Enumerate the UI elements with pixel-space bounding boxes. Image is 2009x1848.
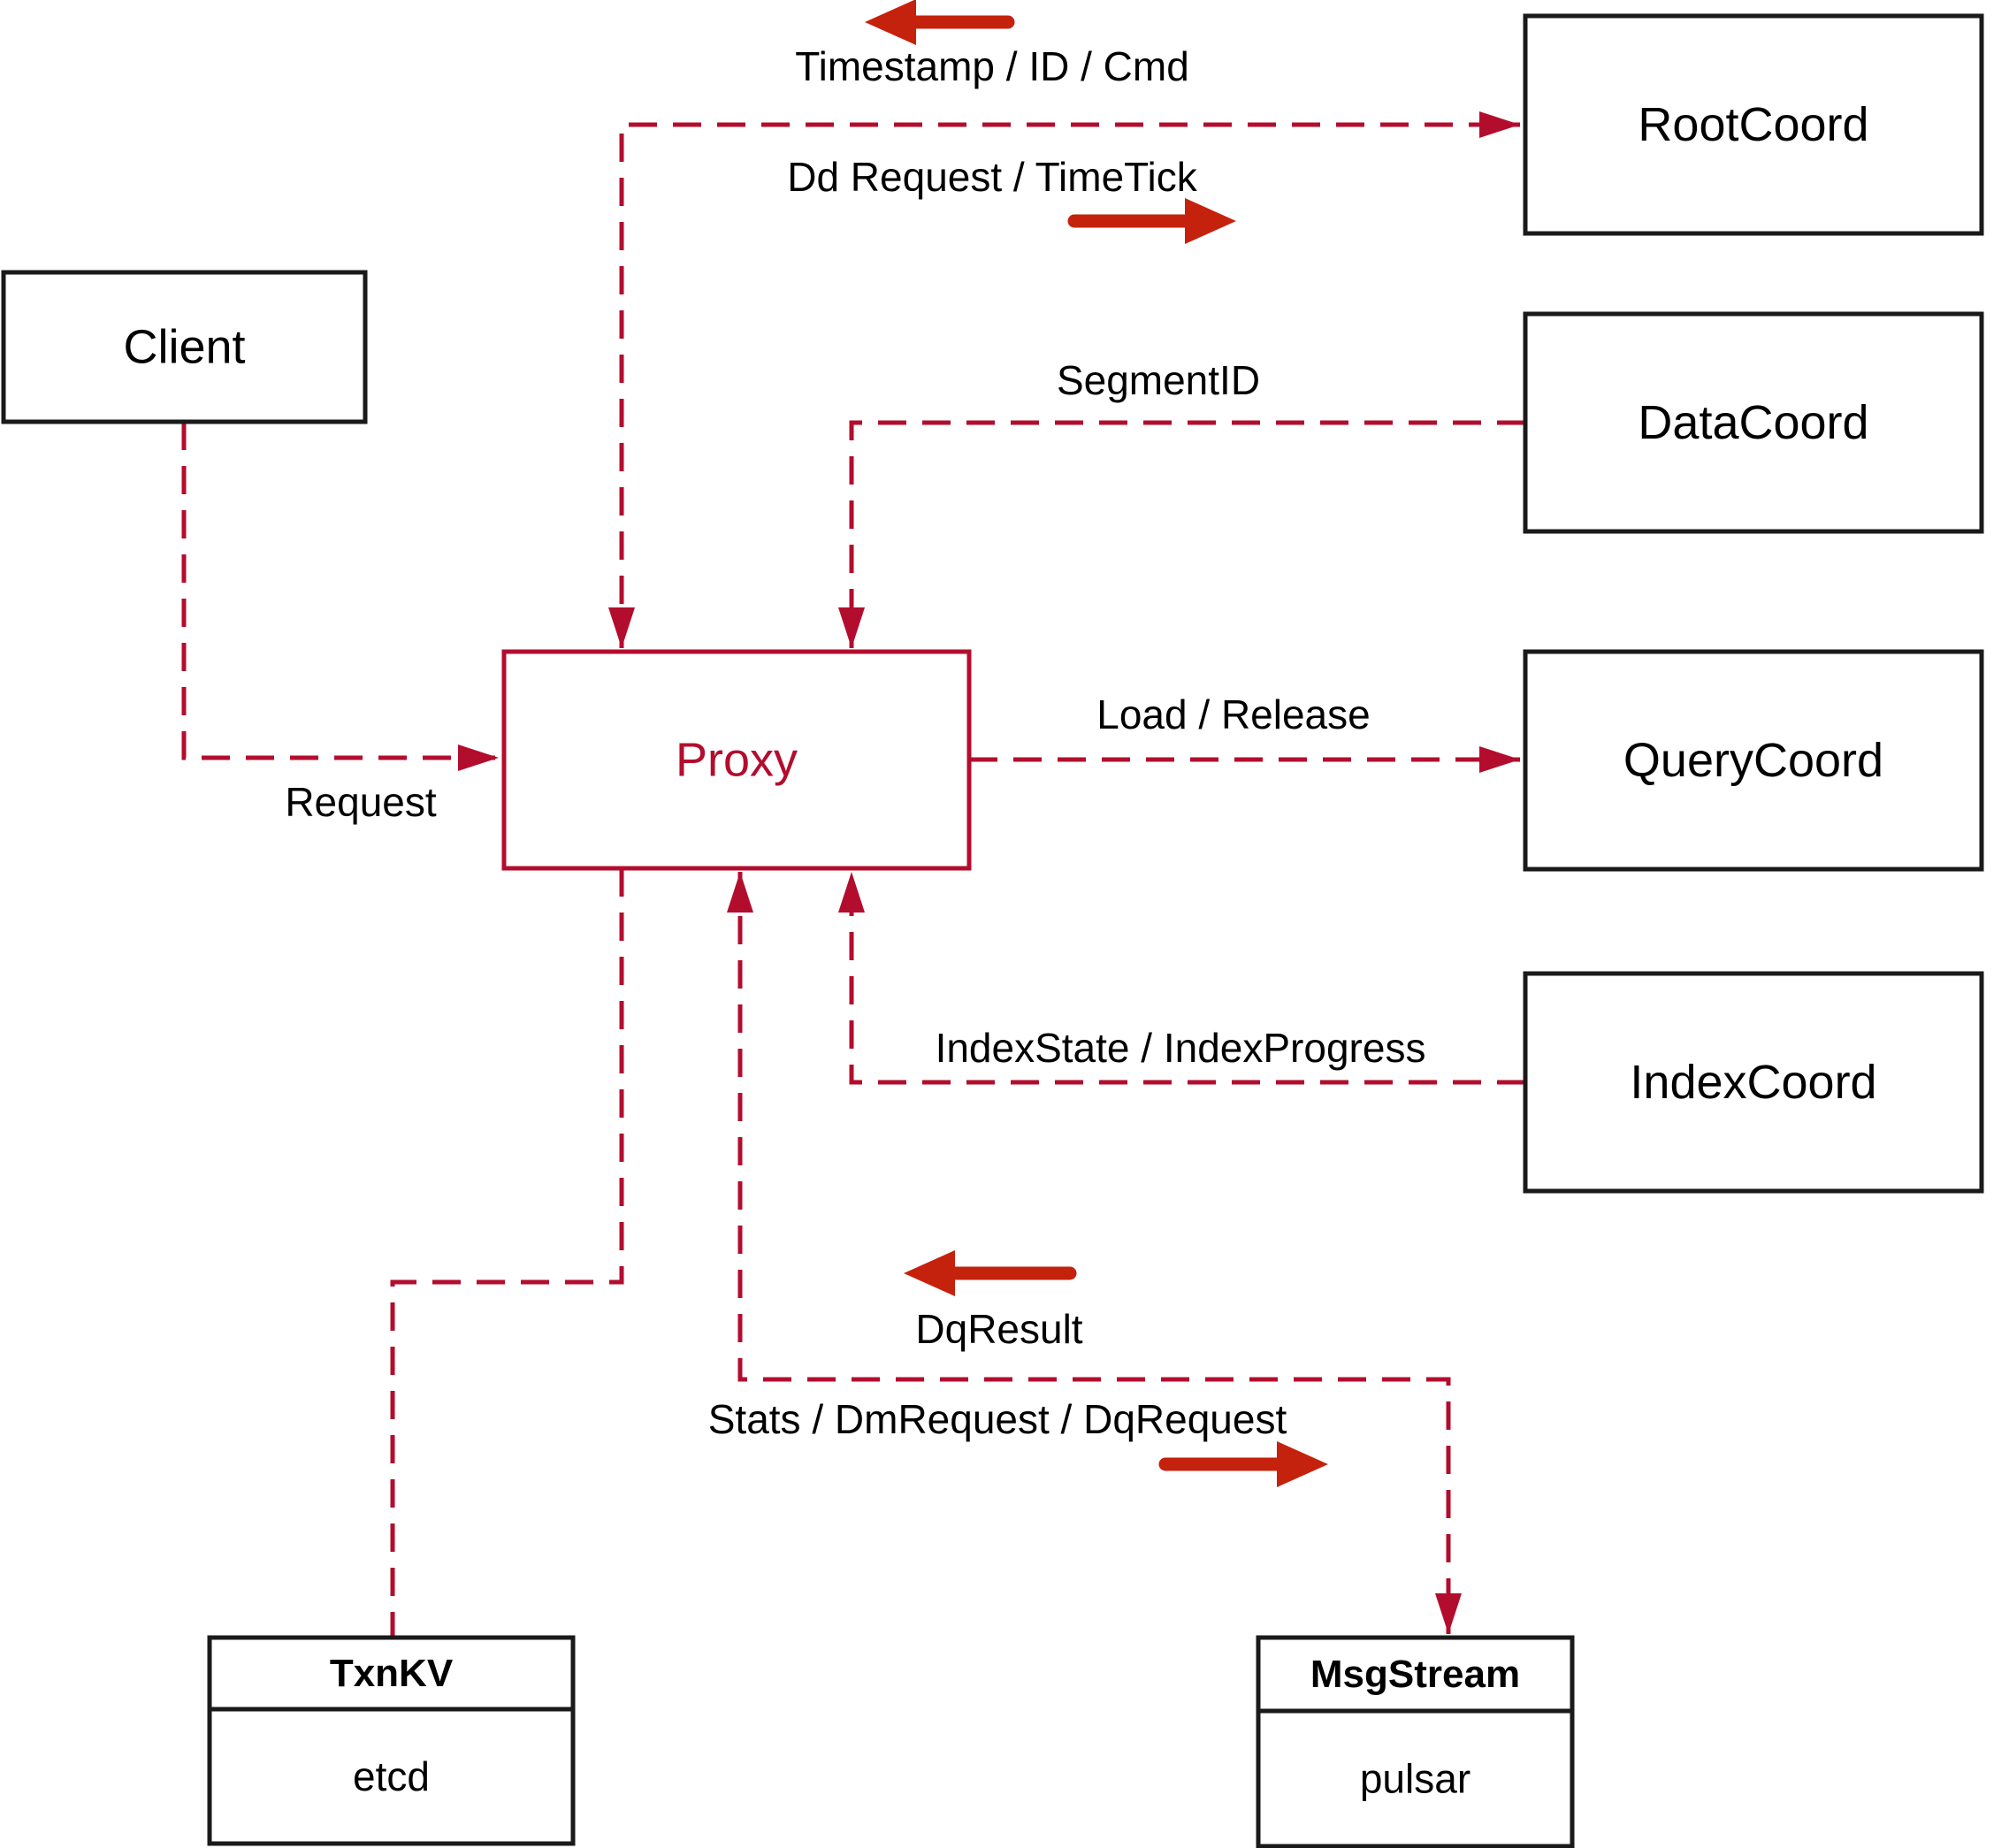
arrowhead-icon [1435, 1593, 1462, 1634]
table-body-msgstream: pulsar [1360, 1756, 1470, 1802]
direction-arrowhead-icon [1185, 198, 1236, 244]
node-proxy: Proxy [501, 649, 972, 871]
arrowhead-icon [608, 607, 635, 648]
table-msgstream: MsgStream pulsar [1256, 1635, 1575, 1848]
edge-line-client-to-proxy [181, 422, 499, 760]
node-datacoord: DataCoord [1523, 311, 1984, 534]
stats-direction-right-arrow-icon [1158, 1441, 1328, 1487]
arrowhead-icon [1479, 111, 1520, 138]
label-dq-result: DqResult [915, 1306, 1082, 1352]
node-box-indexcoord [1523, 971, 1984, 1194]
node-box-rootcoord [1523, 13, 1984, 236]
edge-proxy-to-querycoord [969, 746, 1520, 773]
node-box-client [1, 270, 368, 424]
edge-proxy-to-msgstream [727, 872, 1462, 1634]
node-label-datacoord: DataCoord [1638, 396, 1868, 449]
table-txnkv: TxnKV etcd [207, 1635, 576, 1846]
edge-line-proxy-to-msgstream [737, 872, 1451, 1634]
label-segment-id: SegmentID [1057, 357, 1260, 403]
edge-datacoord-to-proxy [838, 420, 1525, 648]
label-load-release: Load / Release [1096, 691, 1370, 737]
arrowhead-icon [458, 745, 499, 771]
node-box-proxy [501, 649, 972, 871]
label-indexstate-progress: IndexState / IndexProgress [936, 1025, 1426, 1071]
node-label-indexcoord: IndexCoord [1630, 1056, 1876, 1109]
node-box-querycoord [1523, 649, 1984, 872]
edge-proxy-to-rootcoord [608, 111, 1520, 648]
node-indexcoord: IndexCoord [1523, 971, 1984, 1194]
node-label-querycoord: QueryCoord [1623, 734, 1883, 787]
label-request: Request [285, 779, 437, 825]
table-box-msgstream [1256, 1635, 1575, 1848]
node-rootcoord: RootCoord [1523, 13, 1984, 236]
dq-result-direction-left-arrow-icon [904, 1250, 1077, 1296]
arrowhead-icon [1479, 746, 1520, 773]
table-header-txnkv: TxnKV [330, 1652, 454, 1695]
arrowhead-icon [838, 607, 865, 648]
direction-arrowhead-icon [904, 1250, 955, 1296]
edge-line-proxy-to-rootcoord [619, 122, 1520, 648]
edge-indexcoord-to-proxy [838, 872, 1525, 1085]
node-label-proxy: Proxy [676, 734, 798, 787]
arrowhead-icon [727, 872, 753, 913]
label-dd-request-timetick: Dd Request / TimeTick [787, 154, 1198, 200]
edge-line-proxy-to-txnkv [390, 868, 624, 1636]
node-label-client: Client [123, 321, 245, 374]
table-body-txnkv: etcd [353, 1753, 430, 1799]
edge-line-indexcoord-to-proxy [849, 872, 1525, 1085]
edge-client-to-proxy [181, 422, 499, 771]
edge-proxy-to-txnkv [390, 868, 624, 1636]
edge-line-datacoord-to-proxy [849, 420, 1525, 648]
dd-request-direction-right-arrow-icon [1067, 198, 1236, 244]
node-label-rootcoord: RootCoord [1638, 98, 1868, 151]
node-client: Client [1, 270, 368, 424]
label-timestamp-id-cmd: Timestamp / ID / Cmd [795, 43, 1189, 89]
timestamp-direction-left-arrow-icon [865, 0, 1015, 45]
arrowhead-icon [838, 872, 865, 913]
label-stats-dmreq-dqreq: Stats / DmRequest / DqRequest [708, 1396, 1287, 1442]
table-box-txnkv [207, 1635, 576, 1846]
direction-arrowhead-icon [1277, 1441, 1328, 1487]
direction-arrowhead-icon [865, 0, 916, 45]
table-header-msgstream: MsgStream [1310, 1653, 1520, 1696]
node-box-datacoord [1523, 311, 1984, 534]
node-querycoord: QueryCoord [1523, 649, 1984, 872]
